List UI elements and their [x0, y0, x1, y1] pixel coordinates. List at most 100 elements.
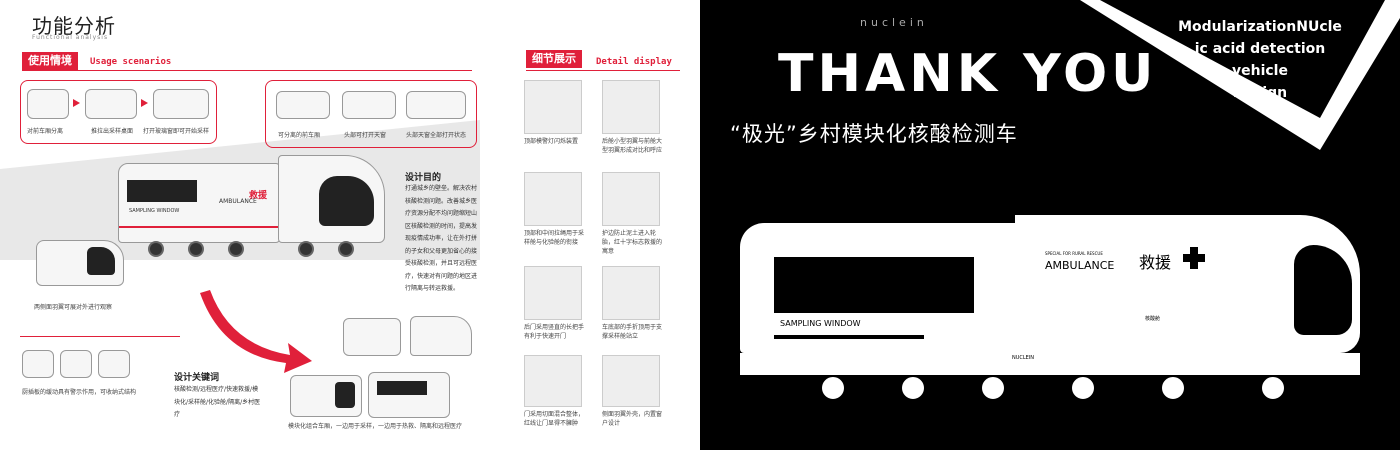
- triangle-frame: [1080, 0, 1400, 150]
- usage-tag-en: Usage scenarios: [90, 57, 172, 67]
- body-stripe: [774, 335, 924, 339]
- detail-thumb: [524, 80, 582, 134]
- vehicle-rear-body: SAMPLING WINDOW: [740, 223, 1020, 353]
- wheel: [1160, 375, 1186, 401]
- wheel: [338, 241, 354, 257]
- detail-caption: 侧面羽翼外壳，内置窗户设计: [602, 411, 663, 427]
- goal-text: 打通城乡的壁垒。解决农村核酸检测问题。改善城乡医疗资源分配不均问题缩短山区核酸检…: [405, 185, 478, 292]
- vehicle-small-text: SPECIAL FOR RURAL RESCUE: [1045, 251, 1103, 256]
- chinese-title: “极光”乡村模块化核酸检测车: [730, 122, 1018, 146]
- vehicle-skirt: [740, 353, 1360, 375]
- wheel: [148, 241, 164, 257]
- small-vehicles-row: [22, 350, 132, 380]
- sampling-window: [774, 257, 974, 313]
- usage-tag: 使用情境: [22, 52, 78, 70]
- module-window: [335, 382, 355, 408]
- feature-vehicle-2: [342, 91, 396, 119]
- design-title-line: ic acid detection: [1194, 41, 1326, 57]
- red-arrow-icon: [200, 290, 312, 373]
- rescue-label: 救援: [1139, 253, 1172, 272]
- detail-tag-en: Detail display: [596, 57, 672, 67]
- wheel: [1260, 375, 1286, 401]
- detail-thumb: [602, 266, 660, 320]
- scenario-vehicle-2: [85, 89, 137, 119]
- detail-caption: 护边防止泥土进入轮胎，红十字标志救援的寓意: [602, 230, 663, 255]
- mini-vehicle: [98, 350, 130, 378]
- watermark: nuclein: [860, 16, 928, 29]
- wheel: [820, 375, 846, 401]
- rescue-label: 救援: [249, 191, 268, 201]
- mini-vehicle: [60, 350, 92, 378]
- wheel: [298, 241, 314, 257]
- side-divider: [20, 336, 180, 337]
- wheel: [900, 375, 926, 401]
- detail-caption: 顶部模警灯闪烁装置: [524, 138, 579, 145]
- usage-divider: [22, 70, 472, 71]
- ambulance-label: AMBULANCE: [1045, 259, 1115, 272]
- usage-scenario-box: 对前车厢分离 推拉出采样桌面 打开玻璃窗即可开始采样: [20, 80, 217, 144]
- keywords-heading: 设计关键词: [174, 373, 220, 383]
- detail-caption: 门采用切面混合整体，红线让门显得不臃肿: [524, 411, 585, 427]
- detail-thumb: [524, 172, 582, 226]
- vehicle-rear-cabin: SAMPLING WINDOW AMBULANCE 救援: [118, 163, 280, 243]
- vehicle-front-body: [1270, 215, 1360, 353]
- feature-caption: 可分离的前车厢: [278, 132, 321, 139]
- scenario-caption: 对前车厢分离: [27, 128, 64, 135]
- red-cross-icon: [1183, 247, 1205, 269]
- detail-caption: 顶部和中间拉绳用于采样舱与化验舱的衔接: [524, 230, 585, 246]
- detail-thumb: [602, 80, 660, 134]
- page-title: 功能分析: [32, 14, 116, 38]
- feature-caption: 头部可打开天窗: [344, 132, 387, 139]
- design-title-line: Design: [1232, 85, 1288, 101]
- detail-thumb: [602, 355, 660, 407]
- detail-caption: 车底部的手折顶用于支撑采样舱站立: [602, 324, 663, 340]
- feature-vehicle-3: [406, 91, 466, 119]
- detail-thumb: [524, 355, 582, 407]
- detail-thumb: [524, 266, 582, 320]
- mini-vehicle: [22, 350, 54, 378]
- module-window: [377, 381, 427, 395]
- design-title: ModularizationNUcle ic acid detection ve…: [1160, 16, 1360, 104]
- wheel: [1070, 375, 1096, 401]
- arrow-icon: [141, 99, 148, 107]
- module-vehicle: [343, 318, 401, 356]
- scenario-vehicle-3: [153, 89, 209, 119]
- keywords-text: 核酸检测/远程医疗/快速救援/模块化/采样舱/化验舱/隔离/乡村医疗: [174, 386, 261, 418]
- design-title-line: ModularizationNUcle: [1178, 19, 1342, 35]
- right-panel: ModularizationNUcle ic acid detection ve…: [700, 0, 1400, 450]
- design-title-line: vehicle: [1232, 63, 1288, 79]
- module-vehicle: [290, 375, 362, 417]
- bottom-caption: 模块化组合车厢，一边用于采样，一边用于热救、隔离和远程医疗: [288, 423, 463, 430]
- wheel: [980, 375, 1006, 401]
- scenario-vehicle-1: [27, 89, 69, 119]
- feature-vehicle-1: [276, 91, 330, 119]
- brand-label: NUCLEIN: [1012, 355, 1035, 361]
- window-label: SAMPLING WINDOW: [780, 319, 861, 328]
- main-vehicle: SAMPLING WINDOW AMBULANCE 救援: [118, 155, 388, 265]
- side-caption: 两侧面羽翼可展对外进行观察: [34, 304, 113, 311]
- thank-you-heading: THANK YOU: [778, 44, 1158, 104]
- window-label: SAMPLING WINDOW: [129, 208, 180, 214]
- vehicle-middle-body: AMBULANCE SPECIAL FOR RURAL RESCUE 救援 核酸…: [1015, 215, 1275, 353]
- bottom-left-caption: 厨插板的缓动具有警示作用，可收纳式结构: [22, 389, 137, 396]
- feature-box: 可分离的前车厢 头部可打开天窗 头部天窗全部打开状态: [265, 80, 477, 148]
- detail-caption: 后舱小型羽翼与前舱大型羽翼形成对比和呼应: [602, 138, 663, 154]
- vehicle-front-cabin: [278, 155, 385, 243]
- detail-divider: [526, 70, 680, 71]
- front-windshield: [319, 176, 374, 226]
- vehicle-silhouette: SAMPLING WINDOW AMBULANCE SPECIAL FOR RU…: [740, 215, 1360, 405]
- wheel: [188, 241, 204, 257]
- module-vehicle: [410, 316, 472, 356]
- side-vehicle-window: [87, 247, 115, 275]
- detail-caption: 后门采用竖直的长把手有利于快速开门: [524, 324, 585, 340]
- ambulance-label: AMBULANCE: [219, 198, 257, 205]
- detail-tag: 细节展示: [526, 50, 582, 68]
- goal-heading: 设计目的: [405, 173, 442, 183]
- cabin-tag: 核酸舱: [1145, 316, 1161, 322]
- feature-caption: 头部天窗全部打开状态: [406, 132, 467, 139]
- scenario-caption: 打开玻璃窗即可开始采样: [143, 128, 210, 135]
- page-subtitle: Functional analysis: [32, 34, 109, 41]
- front-windshield: [1294, 245, 1352, 335]
- arrow-icon: [73, 99, 80, 107]
- side-vehicle: [36, 240, 124, 286]
